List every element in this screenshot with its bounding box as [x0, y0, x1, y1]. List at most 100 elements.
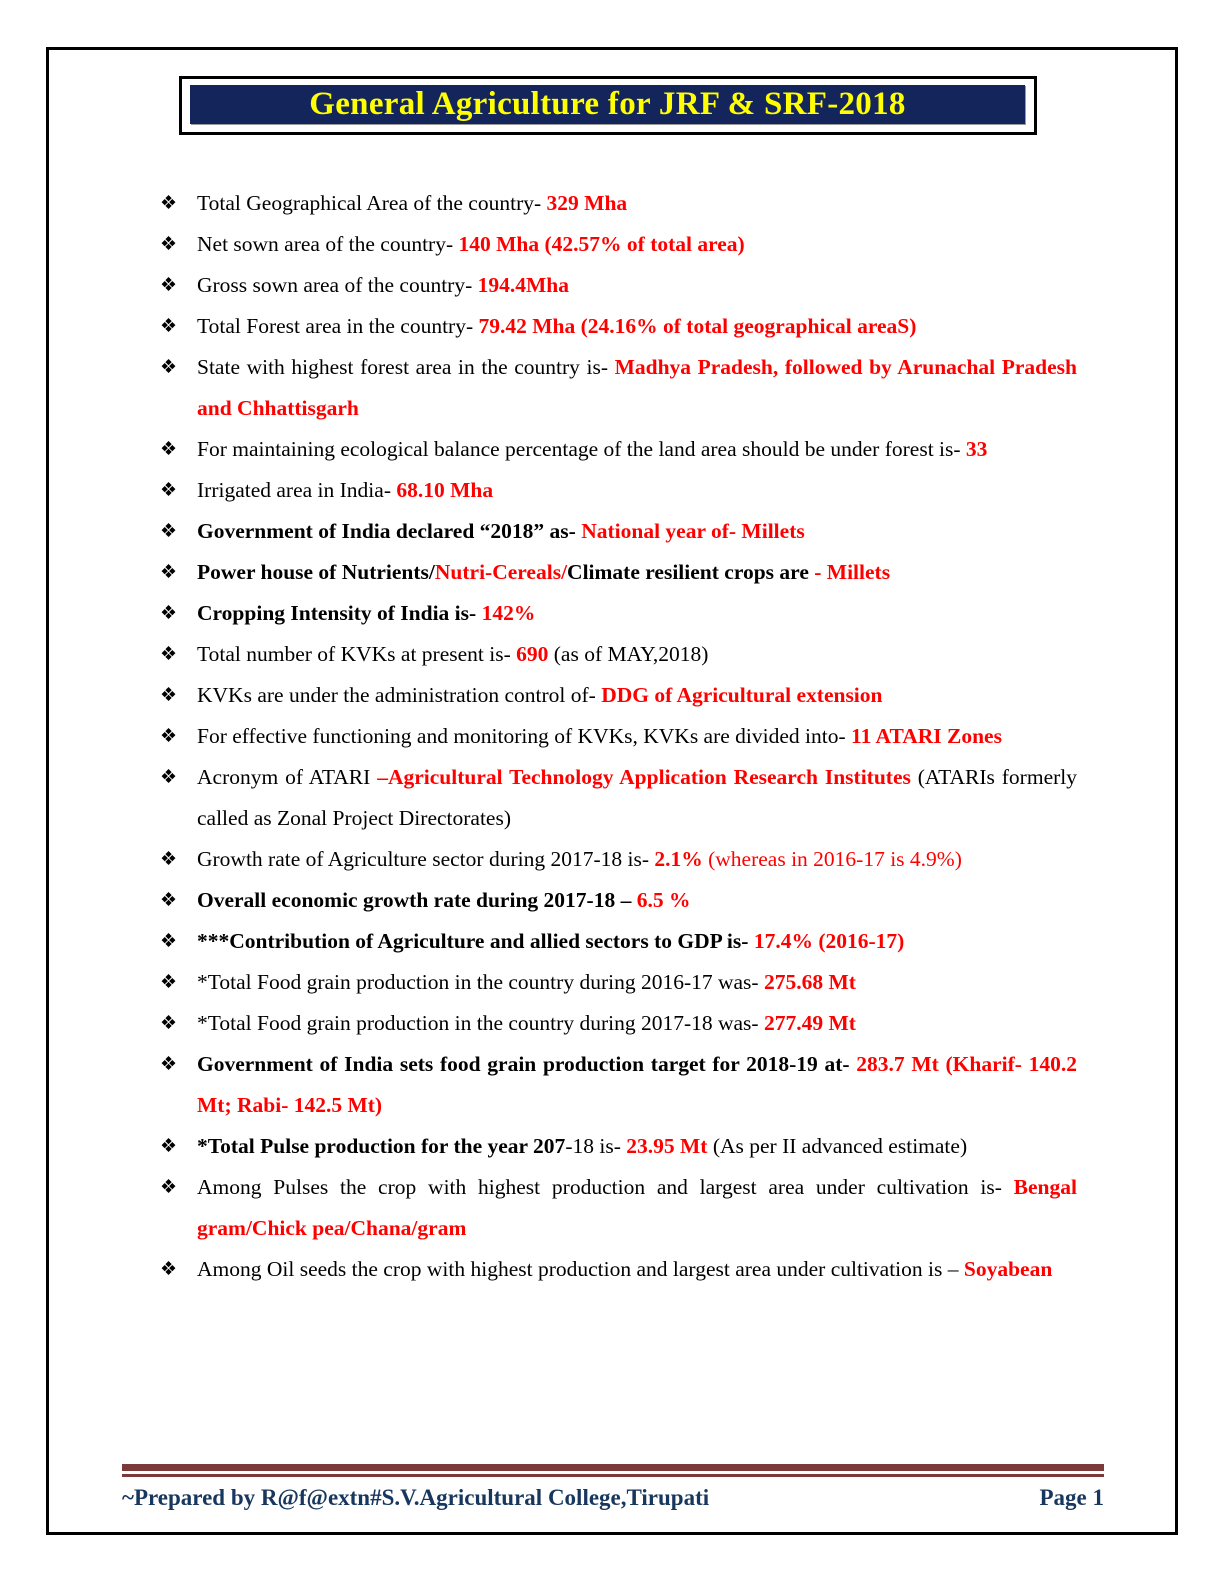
text-segment: 6.5 % [636, 888, 691, 912]
text-segment: Government of India declared “2018” as- [197, 519, 582, 543]
text-segment: National year of- Millets [581, 519, 805, 543]
text-segment: 275.68 Mt [763, 970, 856, 994]
bullet-text: Among Pulses the crop with highest produ… [197, 1175, 1077, 1240]
bullet-text: Gross sown area of the country- 194.4Mha [197, 273, 569, 297]
bullet-item: ❖Irrigated area in India- 68.10 Mha [160, 470, 1077, 511]
text-segment: - Millets [814, 560, 891, 584]
text-segment: 194.4Mha [477, 273, 569, 297]
bullet-text: Total Geographical Area of the country- … [197, 191, 627, 215]
bullet-item: ❖Total Geographical Area of the country-… [160, 183, 1077, 224]
text-segment: DDG of Agricultural extension [601, 683, 883, 707]
bullet-item: ❖ Gross sown area of the country- 194.4Mh… [160, 265, 1077, 306]
diamond-bullet-icon: ❖ [160, 849, 178, 870]
diamond-bullet-icon: ❖ [160, 357, 178, 378]
text-segment: 142% [481, 601, 536, 625]
text-segment: 140 Mha (42.57% of total area) [458, 232, 745, 256]
bullet-text: Cropping Intensity of India is- 142% [197, 601, 535, 625]
text-segment: Gross sown area of the country- [197, 273, 478, 297]
bullet-text: Net sown area of the country- 140 Mha (4… [197, 232, 745, 256]
diamond-bullet-icon: ❖ [160, 603, 178, 624]
footer-page-number: Page 1 [1039, 1485, 1104, 1510]
bullet-text: Total number of KVKs at present is- 690 … [197, 642, 708, 666]
diamond-bullet-icon: ❖ [160, 1259, 178, 1280]
text-segment: Cropping Intensity of India is- [197, 601, 482, 625]
text-segment: (As per II advanced estimate) [707, 1134, 968, 1158]
bullet-text: KVKs are under the administration contro… [197, 683, 883, 707]
text-segment: *Total Pulse production for the year 207 [197, 1134, 566, 1158]
text-segment: Overall economic growth rate during 2017… [197, 888, 637, 912]
text-segment: –Agricultural Technology Application Res… [377, 765, 911, 789]
text-segment: Nutri-Cereals/ [434, 560, 568, 584]
text-segment: 690 [516, 642, 549, 666]
diamond-bullet-icon: ❖ [160, 1013, 178, 1034]
bullet-item: ❖ Total number of KVKs at present is- 690… [160, 634, 1077, 675]
text-segment: Net sown area of the country- [197, 232, 459, 256]
text-segment: 329 Mha [546, 191, 628, 215]
diamond-bullet-icon: ❖ [160, 439, 178, 460]
text-segment: (whereas in 2016-17 is 4.9%) [702, 847, 962, 871]
bullet-item: ❖ Net sown area of the country- 140 Mha (… [160, 224, 1077, 265]
text-segment: Growth rate of Agriculture sector during… [197, 847, 655, 871]
bullet-text: Irrigated area in India- 68.10 Mha [197, 478, 493, 502]
text-segment: *Total Food grain production in the coun… [197, 970, 764, 994]
footer-prepared-by: ~Prepared by R@f@extn#S.V.Agricultural C… [122, 1485, 710, 1510]
bullet-item: ❖ *Total Food grain production in the cou… [160, 1003, 1077, 1044]
bullet-item: ❖Total Forest area in the country- 79.42… [160, 306, 1077, 347]
text-segment: Total Forest area in the country- [197, 314, 479, 338]
bullet-item: ❖Among Pulses the crop with highest prod… [160, 1167, 1077, 1249]
bullet-item: ❖ *Total Pulse production for the year 20… [160, 1126, 1077, 1167]
bullet-item: ❖KVKs are under the administration contr… [160, 675, 1077, 716]
text-segment: For effective functioning and monitoring… [197, 724, 852, 748]
text-segment: (ATARIs formerly called as Zonal Project… [197, 765, 1077, 830]
bullet-text: *Total Pulse production for the year 207… [197, 1134, 967, 1158]
bullet-text: *Total Food grain production in the coun… [197, 1011, 856, 1035]
text-segment: Acronym of ATARI [197, 765, 378, 789]
text-segment: Climate resilient crops are [567, 560, 815, 584]
bullet-text: Acronym of ATARI –Agricultural Technolog… [197, 765, 1077, 830]
text-segment: 283.7 Mt (Kharif- 140.2 Mt; Rabi- 142.5 … [197, 1052, 1077, 1117]
bullet-item: ❖ *Total Food grain production in the cou… [160, 962, 1077, 1003]
bullet-item: ❖Government of India sets food grain pro… [160, 1044, 1077, 1126]
page-border [46, 47, 1178, 1535]
bullet-item: ❖For effective functioning and monitorin… [160, 716, 1077, 757]
diamond-bullet-icon: ❖ [160, 931, 178, 952]
text-segment: -18 is- [565, 1134, 627, 1158]
text-segment: 68.10 Mha [396, 478, 494, 502]
diamond-bullet-icon: ❖ [160, 890, 178, 911]
footer-divider-thick-line [122, 1464, 1104, 1471]
text-segment: 17.4% (2016-17) [753, 929, 905, 953]
bullet-item: ❖Acronym of ATARI –Agricultural Technolo… [160, 757, 1077, 839]
diamond-bullet-icon: ❖ [160, 972, 178, 993]
bullet-item: ❖Power house of Nutrients/Nutri-Cereals/… [160, 552, 1077, 593]
title-banner-background: General Agriculture for JRF & SRF-2018 [190, 85, 1025, 124]
bullet-item: ❖State with highest forest area in the c… [160, 347, 1077, 429]
footer-divider [122, 1464, 1104, 1477]
text-segment: KVKs are under the administration contro… [197, 683, 602, 707]
text-segment: 33 [965, 437, 988, 461]
diamond-bullet-icon: ❖ [160, 1136, 178, 1157]
text-segment: Among Pulses the crop with highest produ… [197, 1175, 1014, 1199]
bullet-item: ❖ Among Oil seeds the crop with highest p… [160, 1249, 1077, 1290]
bullet-item: ❖Government of India declared “2018” as-… [160, 511, 1077, 552]
text-segment: 11 ATARI Zones [851, 724, 1002, 748]
text-segment: Madhya Pradesh, followed by Arunachal Pr… [197, 355, 1077, 420]
bullet-text: For maintaining ecological balance perce… [197, 437, 987, 461]
diamond-bullet-icon: ❖ [160, 562, 178, 583]
text-segment: For maintaining ecological balance perce… [197, 437, 966, 461]
bullet-text: Government of India sets food grain prod… [197, 1052, 1077, 1117]
diamond-bullet-icon: ❖ [160, 644, 178, 665]
title-banner: General Agriculture for JRF & SRF-2018 [179, 76, 1037, 135]
diamond-bullet-icon: ❖ [160, 275, 178, 296]
text-segment: (as of MAY,2018) [548, 642, 709, 666]
text-segment: Irrigated area in India- [197, 478, 397, 502]
text-segment: 2.1% [654, 847, 703, 871]
bullet-text: Growth rate of Agriculture sector during… [197, 847, 962, 871]
bullet-list: ❖ Total Geographical Area of the country-… [160, 183, 1077, 1290]
diamond-bullet-icon: ❖ [160, 234, 178, 255]
bullet-item: ❖ For maintaining ecological balance perc… [160, 429, 1077, 470]
bullet-text: *Total Food grain production in the coun… [197, 970, 856, 994]
bullet-text: For effective functioning and monitoring… [197, 724, 1002, 748]
text-segment: Among Oil seeds the crop with highest pr… [197, 1257, 964, 1281]
bullet-item: ❖ Growth rate of Agriculture sector durin… [160, 839, 1077, 880]
